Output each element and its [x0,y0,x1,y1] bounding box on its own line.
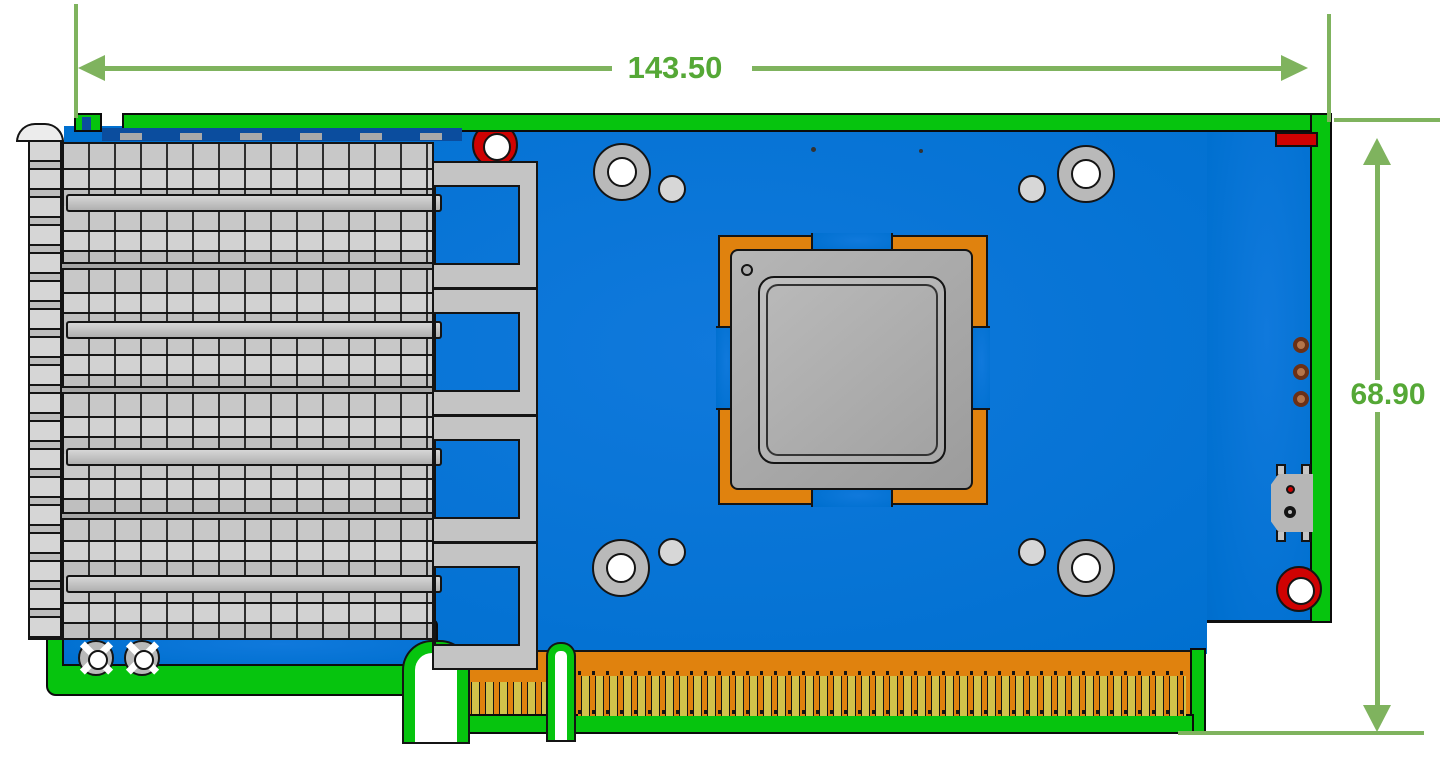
standoff-hole [1018,538,1046,566]
power-connector-pin-black [1284,506,1296,518]
gold-fingers-long [578,676,1186,716]
width-extension-line-left [74,4,78,118]
standoff-hole [1018,175,1046,203]
height-extension-line-top [1334,118,1440,122]
fiducial-dot [811,147,816,152]
standoff-hole [658,175,686,203]
width-dimension-line-right [752,66,1282,71]
width-dimension-arrow-right [1281,55,1308,81]
test-point [1293,391,1309,407]
pcb-right-edge [1310,113,1332,623]
gold-fingers-short [468,682,546,714]
pin1-marker [741,264,753,276]
gold-finger-via-row-top [578,671,1186,675]
width-dimension-line-left [98,66,612,71]
connector-key-notch [548,644,574,740]
mounting-hole [1057,539,1115,597]
mounting-hole [593,143,651,201]
width-extension-line-right [1327,14,1331,122]
sfp-latch-loop [434,290,536,414]
cage-row-divider [62,386,434,394]
height-extension-line-bottom [1178,731,1424,735]
height-dimension-label: 68.90 [1350,378,1426,411]
sfp-cage-bezel [28,140,62,640]
asic-pad-notch-left [716,326,734,410]
asic-pad-notch-top [811,233,893,251]
width-dimension-label: 143.50 [627,50,723,85]
pcb-top-edge-tab-slot [82,117,91,130]
fiducial-dot [919,149,923,153]
sfp-latch-loop [434,544,536,668]
sfp-latch-bar [66,321,442,339]
mounting-hole [1057,145,1115,203]
standoff-hole [658,538,686,566]
width-dimension-arrow-left [78,55,105,81]
cage-row-divider [62,512,434,520]
pcb-right-step-area [1207,126,1310,623]
mounting-hole [592,539,650,597]
height-dimension-line-bottom [1375,412,1380,706]
height-dimension-arrow-up [1363,138,1391,165]
sfp-latch-bar [66,448,442,466]
test-point [1293,337,1309,353]
test-point [1293,364,1309,380]
red-plated-hole [1276,566,1322,612]
height-dimension-line-top [1375,164,1380,380]
power-connector-pin-red [1286,485,1295,494]
red-component-marker [1275,132,1318,147]
sfp-latch-bar [66,575,442,593]
asic-lid-inner [766,284,938,456]
power-connector-body [1271,474,1313,532]
bracket-screw-hole [124,640,160,676]
bracket-screw-hole [78,640,114,676]
sfp-latch-loop [434,417,536,541]
cage-row-divider [62,262,434,270]
height-dimension-arrow-down [1363,705,1391,732]
asic-pad-notch-bottom [811,487,893,507]
cage-solder-tabs [120,133,450,140]
gold-finger-via-row-bottom [578,710,1186,714]
asic-pad-notch-right [970,326,990,410]
sfp-latch-bar [66,194,442,212]
sfp-latch-loop [434,163,536,287]
